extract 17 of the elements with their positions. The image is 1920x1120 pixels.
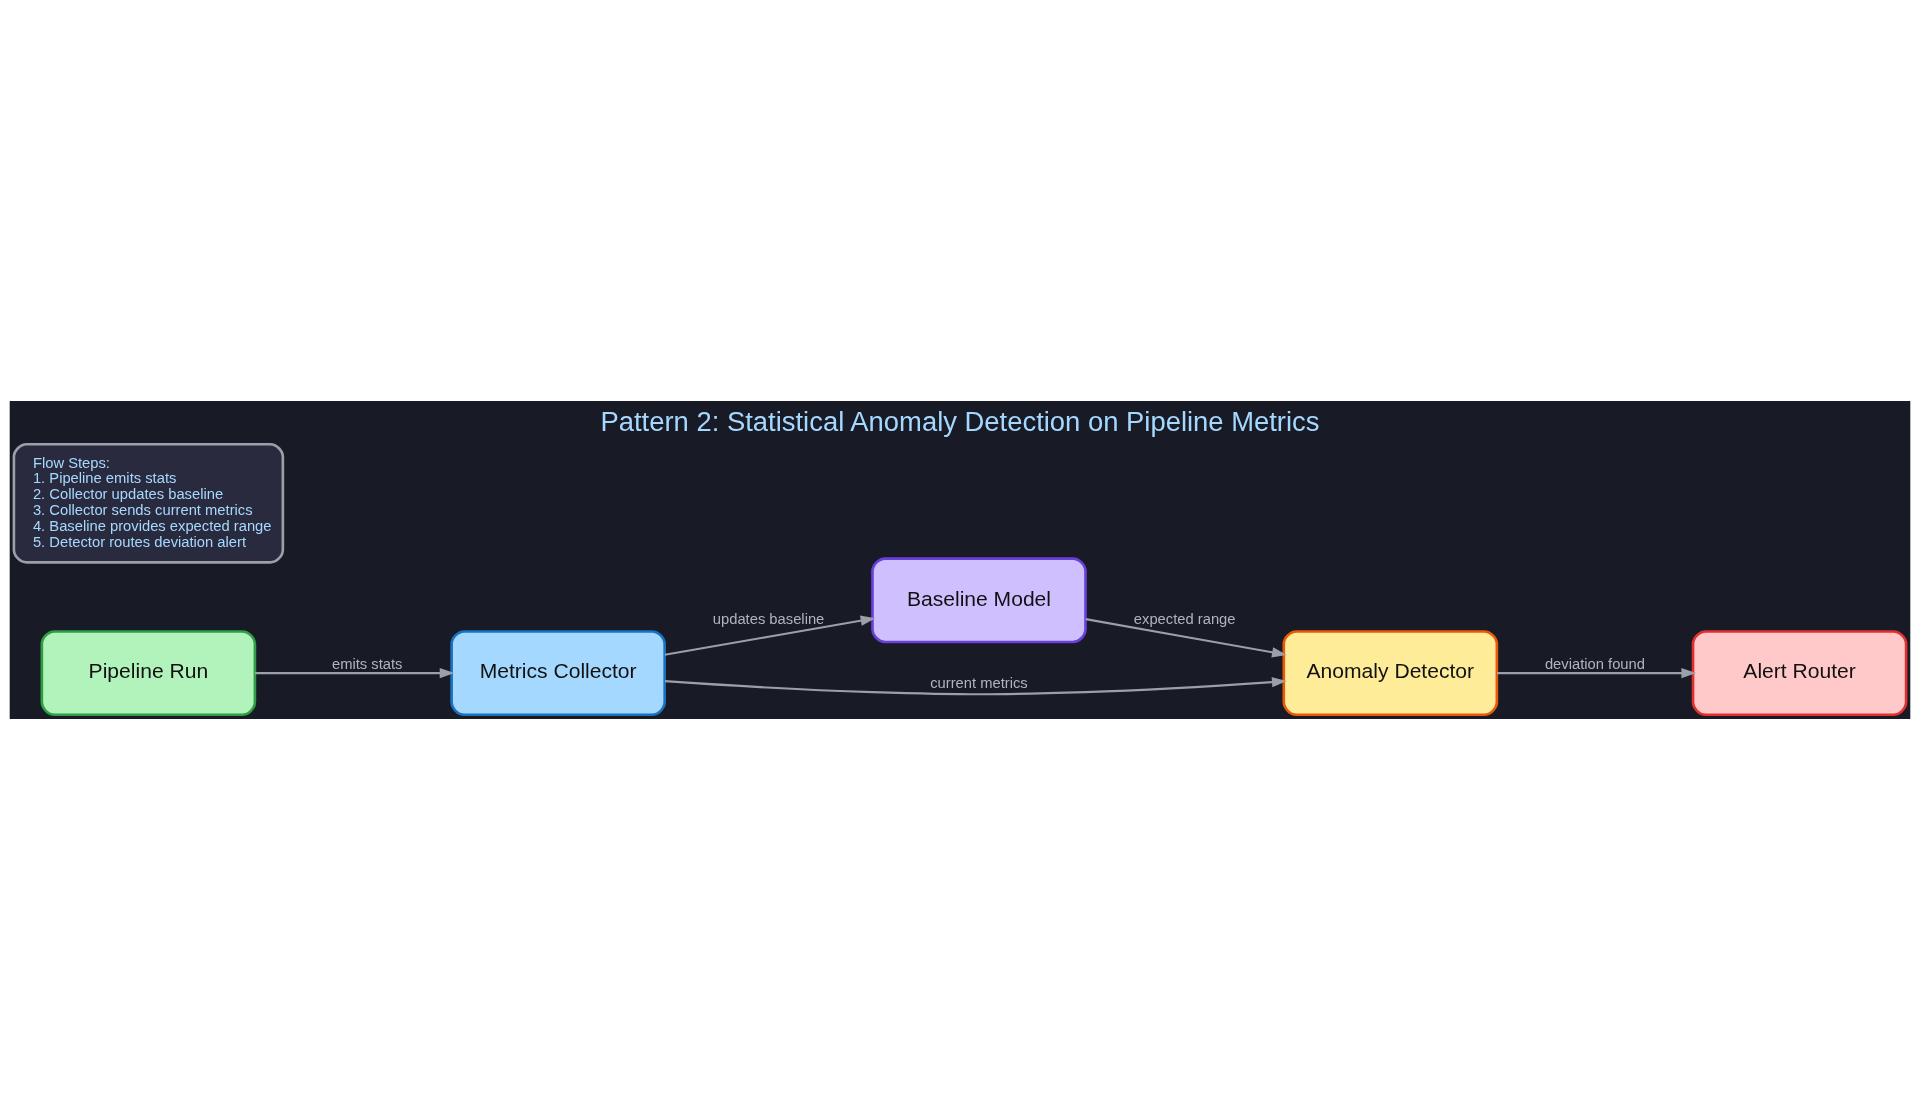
edge-label: deviation found <box>1544 656 1645 673</box>
arrow <box>1497 667 1697 679</box>
diagram-title: Pattern 2: Statistical Anomaly Detection on Pipeline Metrics <box>600 406 1320 438</box>
edge-label: expected range <box>1133 610 1236 627</box>
edge-label: emits stats <box>331 656 403 673</box>
arrow <box>1085 618 1287 658</box>
node-box: Alert Router <box>1691 630 1908 717</box>
arrow <box>254 667 455 679</box>
node-box: Flow Steps: 1. Pipeline emits stats 2. Collector updates baseline 3. Collector sends current metrics 4. Baseline provides expected range 5. Detector routes deviation alert <box>12 442 285 564</box>
edge-label: current metrics <box>930 675 1028 692</box>
node-box: Metrics Collector <box>450 630 666 717</box>
arrow <box>664 615 876 656</box>
node-box: Baseline Model <box>871 557 1087 644</box>
edge-label: updates baseline <box>712 610 825 627</box>
node-box: Anomaly Detector <box>1282 630 1499 717</box>
node-box: Pipeline Run <box>40 630 257 717</box>
arrow <box>664 677 1287 696</box>
